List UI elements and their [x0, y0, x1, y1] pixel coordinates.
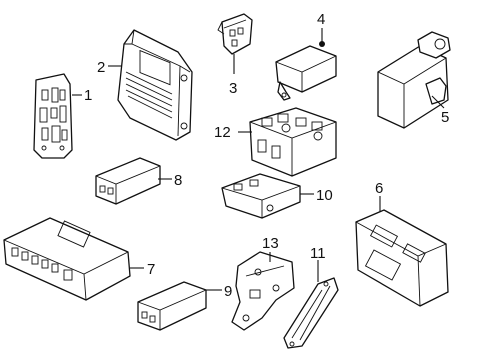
part-1-fuse-box [33, 73, 82, 159]
part-9-small-module [137, 281, 222, 331]
callout-2: 2 [97, 59, 105, 76]
callout-10: 10 [316, 187, 333, 204]
part-11-slim-module [283, 260, 339, 349]
callout-7: 7 [147, 261, 155, 278]
callout-12: 12 [214, 124, 231, 141]
callout-13: 13 [262, 235, 279, 252]
callout-9: 9 [224, 283, 232, 300]
part-3-sensor-bracket [217, 13, 253, 74]
callout-8: 8 [174, 172, 182, 189]
part-5-connector-module [377, 31, 451, 129]
part-2-engine-control-module [108, 29, 193, 141]
callout-5: 5 [441, 109, 449, 126]
part-12-relay-block [238, 107, 337, 177]
callout-3: 3 [229, 80, 237, 97]
part-8-small-module [95, 157, 172, 205]
callout-11: 11 [310, 245, 326, 262]
part-7-body-control-module [3, 217, 144, 301]
part-10-bracket-module [221, 173, 314, 219]
part-6-control-module [355, 196, 449, 307]
callout-6: 6 [375, 180, 383, 197]
callout-1: 1 [84, 87, 92, 104]
callout-4: 4 [317, 11, 325, 28]
part-13-mounting-bracket [231, 251, 295, 331]
part-4-control-unit [275, 28, 337, 101]
